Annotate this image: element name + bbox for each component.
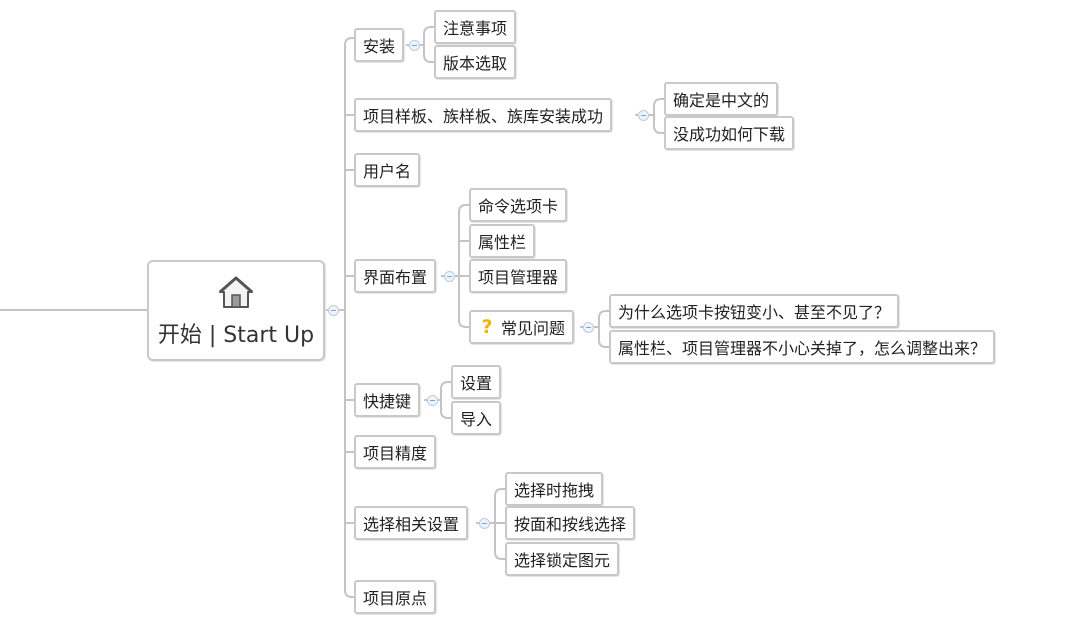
collapse-toggle-root[interactable] xyxy=(328,305,339,316)
subtopic-select-locked[interactable]: 选择锁定图元 xyxy=(505,542,620,576)
collapse-toggle-templates[interactable] xyxy=(638,110,649,121)
subtopic-project-browser[interactable]: 项目管理器 xyxy=(469,259,568,293)
topic-interface-layout[interactable]: 界面布置 xyxy=(354,259,437,293)
root-topic[interactable]: 开始 | Start Up xyxy=(147,260,325,361)
topic-install[interactable]: 安装 xyxy=(354,28,405,62)
collapse-toggle-shortcuts[interactable] xyxy=(427,395,438,406)
subtopic-how-to-download[interactable]: 没成功如何下载 xyxy=(664,116,795,150)
subtopic-import[interactable]: 导入 xyxy=(451,401,502,435)
collapse-toggle-interface[interactable] xyxy=(444,271,455,282)
topic-username[interactable]: 用户名 xyxy=(354,153,421,187)
subtopic-faq[interactable]: ? 常见问题 xyxy=(469,310,575,344)
topic-selection-settings[interactable]: 选择相关设置 xyxy=(354,506,469,540)
subtopic-notes[interactable]: 注意事项 xyxy=(434,10,517,44)
subtopic-select-by-face-line[interactable]: 按面和按线选择 xyxy=(505,506,636,540)
topic-shortcuts[interactable]: 快捷键 xyxy=(354,383,421,417)
subtopic-properties-bar[interactable]: 属性栏 xyxy=(469,224,536,258)
subtopic-settings[interactable]: 设置 xyxy=(451,365,502,399)
collapse-toggle-install[interactable] xyxy=(409,40,420,51)
subtopic-command-tab[interactable]: 命令选项卡 xyxy=(469,188,568,222)
home-icon xyxy=(219,276,253,308)
root-title: 开始 | Start Up xyxy=(157,322,315,348)
question-icon: ? xyxy=(481,316,493,338)
subtopic-version-select[interactable]: 版本选取 xyxy=(434,45,517,79)
subtopic-drag-select[interactable]: 选择时拖拽 xyxy=(505,472,604,506)
subtopic-faq-panel-closed[interactable]: 属性栏、项目管理器不小心关掉了，怎么调整出来？ xyxy=(609,330,996,364)
subtopic-faq-label: 常见问题 xyxy=(501,319,566,338)
topic-project-precision[interactable]: 项目精度 xyxy=(354,435,437,469)
collapse-toggle-faq[interactable] xyxy=(583,322,594,333)
topic-templates-installed[interactable]: 项目样板、族样板、族库安装成功 xyxy=(354,98,613,132)
topic-project-origin[interactable]: 项目原点 xyxy=(354,580,437,614)
subtopic-faq-tab-shrunk[interactable]: 为什么选项卡按钮变小、甚至不见了？ xyxy=(609,294,900,328)
collapse-toggle-selection[interactable] xyxy=(479,518,490,529)
subtopic-confirm-chinese[interactable]: 确定是中文的 xyxy=(664,82,779,116)
